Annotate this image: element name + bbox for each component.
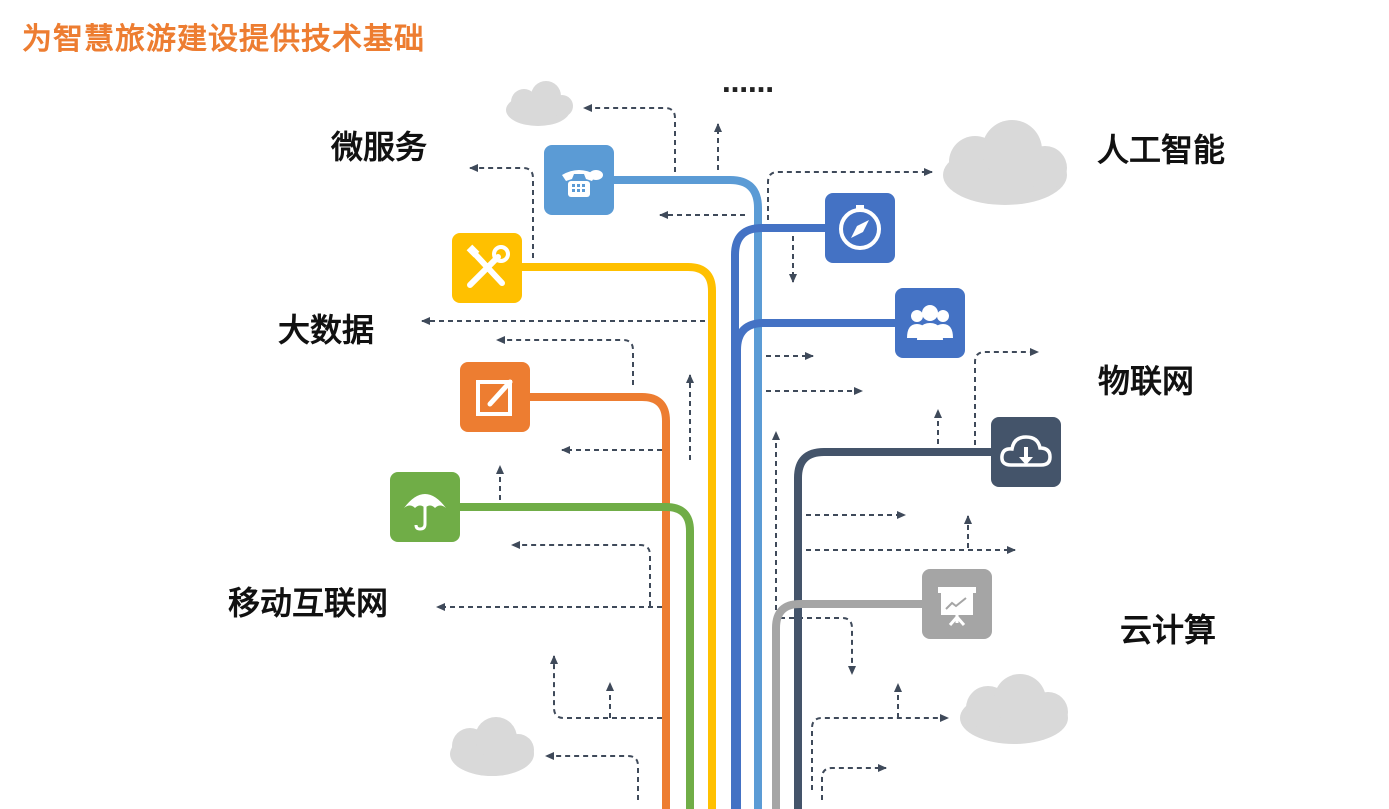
page-title: 为智慧旅游建设提供技术基础	[22, 22, 425, 57]
dashed-arrow	[511, 541, 651, 606]
telephone-icon	[544, 145, 614, 215]
cloud-decoration	[450, 717, 534, 776]
umbrella-icon	[390, 472, 460, 542]
dashed-arrow	[811, 714, 949, 790]
dashed-arrow	[780, 617, 856, 675]
cloud-decoration	[506, 81, 573, 126]
label-cloud-computing: 云计算	[1120, 611, 1217, 649]
compass-icon	[825, 193, 895, 263]
dashed-arrow	[550, 655, 662, 719]
ellipsis: ……	[722, 69, 774, 99]
cloud-decoration	[943, 120, 1067, 205]
label-bigdata: 大数据	[278, 311, 375, 349]
branch-line-blue-light	[610, 176, 762, 809]
dashed-arrow	[767, 168, 933, 220]
dashed-arrow	[545, 752, 639, 800]
dashed-arrow	[583, 104, 676, 172]
label-ai: 人工智能	[1097, 131, 1226, 169]
branch-line-green	[458, 503, 694, 809]
cloud-download-icon	[991, 417, 1061, 487]
branch-line-slate	[794, 448, 995, 809]
label-mobile-internet: 移动互联网	[228, 584, 389, 622]
label-microservice: 微服务	[331, 128, 428, 166]
users-icon	[895, 288, 965, 358]
label-iot: 物联网	[1098, 362, 1195, 400]
presentation-icon	[922, 569, 992, 639]
branch-line-yellow	[520, 263, 716, 809]
branch-line-gray	[772, 600, 925, 809]
branch-line-blue	[733, 319, 898, 809]
dashed-arrow	[821, 764, 887, 800]
dashed-arrow	[974, 348, 1039, 445]
edit-icon	[460, 362, 530, 432]
branch-line-orange	[527, 393, 670, 809]
branch-line-blue	[731, 224, 830, 809]
tools-icon	[452, 233, 522, 303]
cloud-decoration	[960, 674, 1068, 744]
